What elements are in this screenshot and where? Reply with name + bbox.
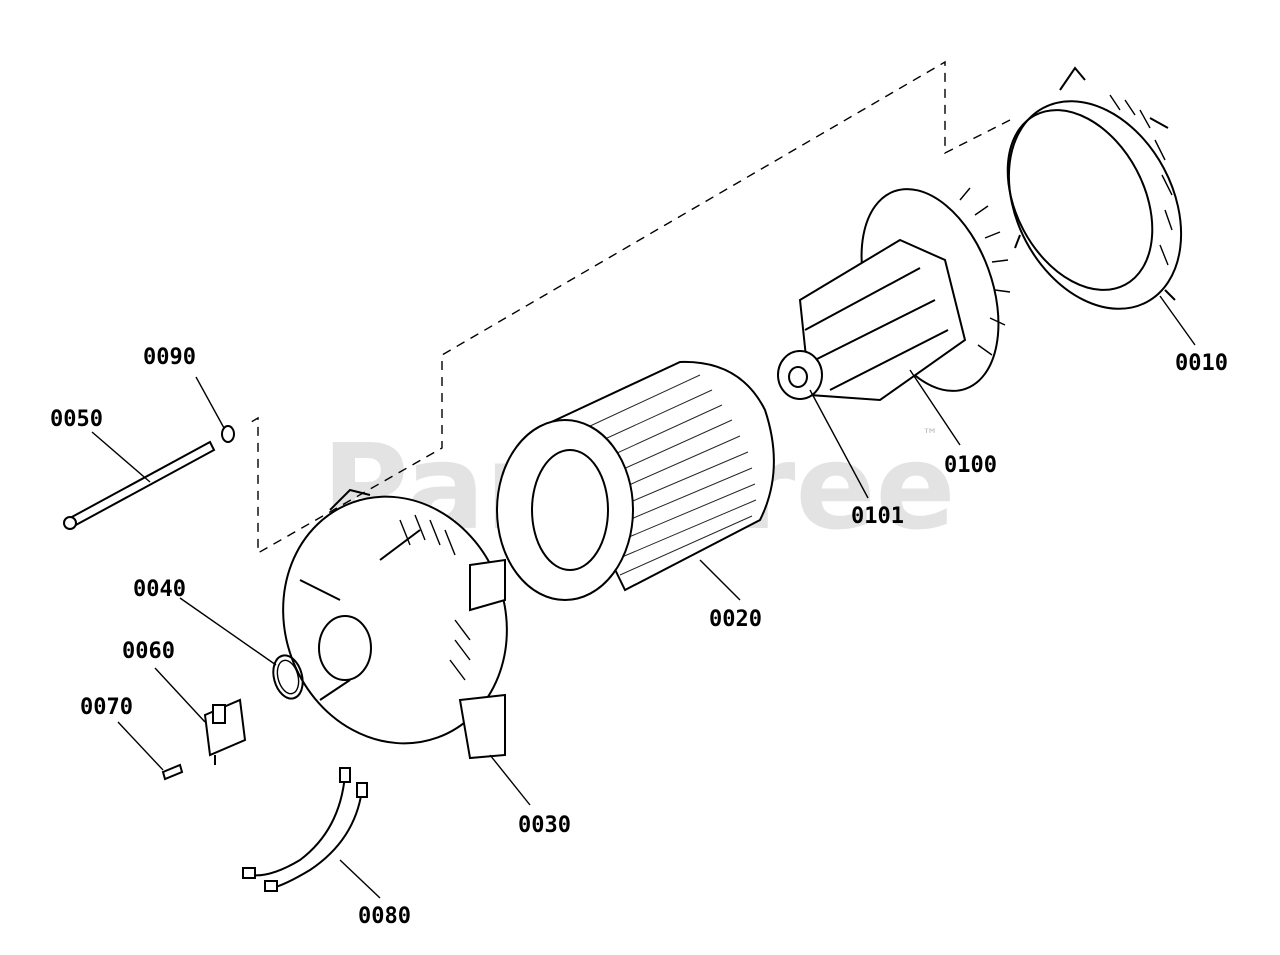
label-0100: 0100 — [944, 453, 997, 478]
label-0020: 0020 — [709, 607, 762, 632]
part-0020-stator[interactable] — [496, 360, 775, 601]
label-0101: 0101 — [851, 504, 904, 529]
part-0010-end-cover[interactable] — [974, 66, 1215, 339]
label-0060: 0060 — [122, 639, 175, 664]
label-0090: 0090 — [143, 345, 196, 370]
part-0090-washer[interactable] — [221, 425, 235, 443]
assembly-reference-line — [245, 60, 1011, 555]
part-0040-o-ring[interactable] — [269, 652, 307, 702]
label-0080: 0080 — [358, 904, 411, 929]
label-0030: 0030 — [518, 813, 571, 838]
label-0010: 0010 — [1175, 351, 1228, 376]
part-0050-through-bolt[interactable] — [63, 440, 216, 530]
label-0040: 0040 — [133, 577, 186, 602]
part-0070-screw[interactable] — [161, 763, 184, 781]
part-0100-rotor[interactable] — [777, 170, 1024, 410]
label-0070: 0070 — [80, 695, 133, 720]
part-0080-wire-harness[interactable] — [242, 767, 368, 892]
part-labels: 0010 0020 0030 0040 0050 0060 0070 0080 … — [50, 345, 1228, 929]
part-0060-brush-holder[interactable] — [203, 698, 247, 765]
leader-lines — [91, 295, 1196, 899]
watermark-trademark: ™ — [922, 425, 938, 444]
label-0050: 0050 — [50, 407, 103, 432]
